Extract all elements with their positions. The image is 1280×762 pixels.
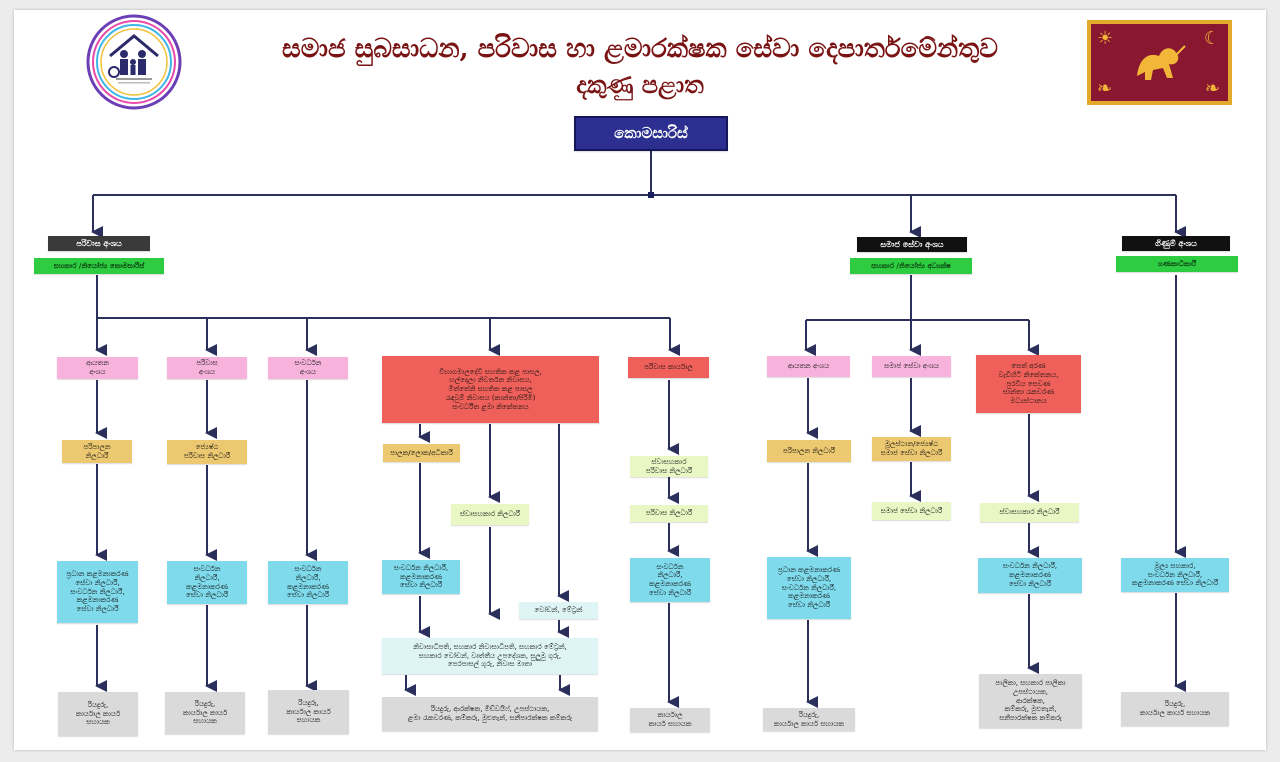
elders-support-staff-box: පාලිකා, සහකාර පාලිකා උපස්ථායක, ආරක්ෂක, ක… (979, 674, 1082, 728)
office-assistant-box: කාර්යාල කාර්ය සහායක (630, 708, 710, 732)
probation-office-box: පරිවාස කාර්යාල (628, 357, 709, 378)
house-staff-box: නිවාසාධිපති, සහකාර නිවාසාධිපති, සහකාර මේ… (382, 638, 598, 674)
development-officers-box-3: සංවර්ධන නිලධාරී, කළමනාකරණ සේවා නිලධාරී (268, 561, 348, 604)
probation-section-box: පරිවාස අංශය (167, 357, 247, 379)
senior-probation-officer-box: ජ්‍යෙෂ්ඨ පරිවාස නිලධාරී (167, 440, 247, 464)
drivers-office-assistants-box: රියදුරු, කාර්යාල කාර්ය සහායක (58, 692, 138, 736)
certified-schools-box: විභාගමාලදේවි සහතික කළ පාසල, හල්දොලා නිවර… (382, 356, 599, 423)
elders-development-officers-box: සංවර්ධන නිලධාරී, කළමනාකරණ සේවා නිලධාරී (978, 558, 1082, 593)
development-section-box: සංවර්ධන අංශය (268, 357, 348, 379)
province-title: දකුණු පළාත (576, 70, 704, 99)
financial-assistant-box: මූල්‍ය සහකාර, සංවර්ධන නිලධාරී, කළමනාකරණ … (1121, 558, 1229, 592)
social-admin-officer-box: පරිපාලන නිලධාරී (767, 440, 851, 462)
social-management-officers-box: ප්‍රධාන කළමනාකරණ සේවා නිලධාරී, සංවර්ධන න… (767, 557, 851, 619)
department-logo-icon (86, 14, 182, 110)
social-establishment-section-box: ආයතන අංශය (767, 356, 850, 377)
drivers-box-2: රියදුරු, කාර්යාල කාර්ය සහායක (165, 692, 245, 734)
commissioner-box: කොමසාරිස් (574, 116, 728, 151)
warden-matron-box: වෝඩන්, මේට්‍රන් (519, 602, 598, 619)
social-service-division-head: සහකාර /නියෝජ්‍ය අධ්‍යක්ෂ (850, 258, 972, 274)
accounts-division-title: ගිණුම් අංශය (1122, 236, 1230, 251)
social-service-officer-box: සමාජ සේවා නිලධාරී (872, 502, 951, 520)
social-drivers-box: රියදුරු, කාර්යාල කාර්ය සහායක (763, 708, 855, 731)
establishment-section-box: ආයතන අංශය (57, 357, 138, 379)
department-title: සමාජ සුබසාධන, පරිවාස හා ළමාරක්ෂක සේවා දෙ… (282, 34, 998, 64)
social-service-section-box: සමාජ සේවා අංශය (872, 356, 951, 377)
management-officers-box: ප්‍රධාන කළමනාකරණ සේවා නිලධාරී, සංවර්ධන න… (57, 561, 138, 623)
elders-sub-assistant-box: ස්වාසහකාර නිලධාරී (980, 503, 1079, 522)
probation-officer-box: පරිවාස නිලධාරී (630, 505, 708, 522)
development-officers-box-5: සංවර්ධන නිලධාරී, කළමනාකරණ සේවා නිලධාරී (630, 558, 710, 602)
accounts-drivers-box: රියදුරු, කාර්යාල කාර්ය සහායක (1121, 692, 1229, 726)
senior-social-service-officer-box: මූලස්ථාන/ජ්‍යෙෂ්ඨ සමාජ සේවා නිලධාරී (872, 437, 951, 461)
elders-home-box: සෙත් අරණ වැඩිහිටි නිකේතනය, පුරවිය සෙවණ ස… (976, 355, 1081, 413)
drivers-box-3: රියදුරු, කාර්යාල කාර්ය සහායක (268, 690, 349, 734)
sub-assistant-officer-box: ස්වාසහකාර නිලධාරී (451, 504, 529, 525)
social-service-division-title: සමාජ සේවා අංශය (857, 237, 967, 252)
development-officers-box-4: සංවර්ධන නිලධාරී, කළමනාකරණ සේවා නිලධාරී (382, 560, 460, 594)
support-staff-box: රියදුරු, ආරක්ෂක, මිඩ්වයිෆ්, උපස්ථායක, ළම… (382, 697, 598, 731)
probation-division-title: පරිවාස අංශය (48, 236, 150, 251)
sri-lanka-flag-icon: ☀ ☾ ❧ ❧ (1087, 20, 1232, 105)
probation-division-head: සහකාර /නියෝජ්‍ය කොමසාරිස් (34, 258, 164, 274)
superintendent-box: පාලක/ලොක/අධිකාරී (383, 444, 460, 462)
admin-officer-box: පරිපාලන නිලධාරී (62, 440, 132, 463)
accounts-division-head: ගණකාධිකාරී (1116, 256, 1238, 272)
development-officers-box-2: සංවර්ධන නිලධාරී, කළමනාකරණ සේවා නිලධාරී (167, 561, 247, 604)
sub-probation-officer-box: ස්වාසහකාර පරිවාස නිලධාරී (630, 456, 708, 477)
